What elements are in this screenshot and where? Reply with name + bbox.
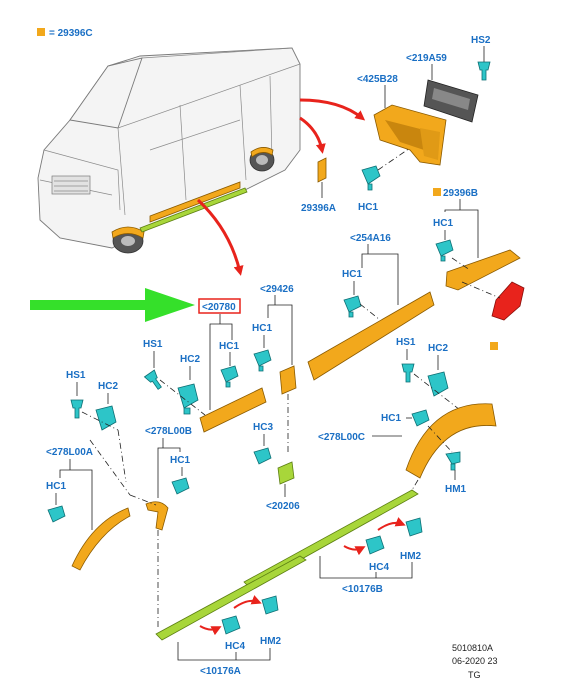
label-20206: <20206 <box>266 501 300 512</box>
label-hc1-f: HC1 <box>170 455 190 466</box>
moulding-20780-icon <box>199 387 267 433</box>
label-254a16: <254A16 <box>350 233 391 244</box>
moulding-20206-icon <box>277 461 295 485</box>
label-hc2-c: HC2 <box>98 381 118 392</box>
label-hc1-e: HC1 <box>219 341 239 352</box>
red-arrow-7 <box>233 595 262 609</box>
label-29396b: 29396B <box>443 188 478 199</box>
label-hc1-d: HC1 <box>252 323 272 334</box>
push-pin-hs2-icon <box>477 61 491 81</box>
label-hc1-c: HC1 <box>342 269 362 280</box>
label-hs1-c: HS1 <box>66 370 86 381</box>
label-10176a: <10176A <box>200 666 241 677</box>
red-arrow-6 <box>199 625 222 636</box>
label-hc1-b: HC1 <box>433 218 453 229</box>
clip-hc4-a-icon <box>365 535 385 555</box>
label-10176b: <10176B <box>342 584 383 595</box>
legend-swatch-29396b <box>433 188 441 196</box>
moulding-29396b-icon <box>445 249 521 291</box>
clip-hm1-icon <box>445 451 461 471</box>
clip-hc2-a-icon <box>177 383 199 415</box>
label-hc2-a: HC2 <box>180 354 200 365</box>
red-arrow-1 <box>299 98 366 121</box>
label-425b28: <425B28 <box>357 74 398 85</box>
moulding-29426-icon <box>279 365 297 395</box>
clip-hc1-g-icon <box>47 505 66 523</box>
highlight-box-20780 <box>198 298 241 314</box>
red-arrow-4 <box>343 545 366 556</box>
label-hc4-a: HC4 <box>369 562 389 573</box>
footer-code: 5010810A <box>452 643 493 653</box>
clip-hc2-b-icon <box>427 371 449 397</box>
label-hc3: HC3 <box>253 422 273 433</box>
label-20780: <20780 <box>202 302 236 313</box>
clip-hc1-d-icon <box>253 349 272 372</box>
label-hc2-b: HC2 <box>428 343 448 354</box>
push-pin-hs1-b-icon <box>401 363 415 383</box>
label-29396a: 29396A <box>301 203 336 214</box>
push-pin-hs1-a-icon <box>143 369 162 390</box>
clip-hm2-b-icon <box>261 595 279 615</box>
label-hc1-h: HC1 <box>381 413 401 424</box>
clip-hc1-b-icon <box>435 239 454 262</box>
label-hc4-b: HC4 <box>225 641 245 652</box>
label-hm2-b: HM2 <box>260 636 282 647</box>
footer-initials: TG <box>468 670 481 680</box>
push-pin-hs1-c-icon <box>70 399 84 419</box>
bracket-425b28-icon <box>373 104 447 166</box>
red-arrow-5 <box>377 517 406 531</box>
wheel-arch-278l00a-icon <box>71 507 131 571</box>
clip-hc2-c-icon <box>95 405 117 431</box>
label-hs2: HS2 <box>471 35 491 46</box>
moulding-254a16-icon <box>307 291 435 381</box>
moulding-278l00b-icon <box>145 501 169 531</box>
label-hs1-b: HS1 <box>396 337 416 348</box>
footer-date: 06-2020 23 <box>452 656 498 666</box>
clip-hc1-c-icon <box>343 295 362 318</box>
legend-swatch <box>37 28 45 36</box>
red-arrow-2 <box>299 116 326 154</box>
clip-hc1-e-icon <box>220 365 239 388</box>
label-278l00b: <278L00B <box>145 426 192 437</box>
clip-hc1-f-icon <box>171 477 190 495</box>
legend-swatch-bottom <box>490 342 498 350</box>
bracket-red-icon <box>491 281 525 321</box>
label-278l00c: <278L00C <box>318 432 365 443</box>
clip-hc1-a-icon <box>361 165 381 191</box>
red-arrow-3 <box>196 198 244 276</box>
wheel-arch-278l00c-icon <box>405 403 497 479</box>
label-hs1-a: HS1 <box>143 339 163 350</box>
label-29426: <29426 <box>260 284 294 295</box>
clip-hc4-b-icon <box>221 615 241 635</box>
green-pointer-arrow <box>30 288 195 322</box>
van-icon <box>37 47 301 254</box>
rocker-moulding-10176a-icon <box>155 555 307 641</box>
clip-hc3-icon <box>253 447 272 465</box>
label-278l00a: <278L00A <box>46 447 93 458</box>
label-219a59: <219A59 <box>406 53 447 64</box>
clip-hm2-a-icon <box>405 517 423 537</box>
label-hc1-a: HC1 <box>358 202 378 213</box>
clip-hc1-h-icon <box>411 409 430 427</box>
legend-text: = 29396C <box>49 28 93 39</box>
label-hm1: HM1 <box>445 484 467 495</box>
label-hm2-a: HM2 <box>400 551 422 562</box>
moulding-29396a-icon <box>317 157 327 183</box>
seal-plate-icon <box>423 79 479 123</box>
label-hc1-g: HC1 <box>46 481 66 492</box>
